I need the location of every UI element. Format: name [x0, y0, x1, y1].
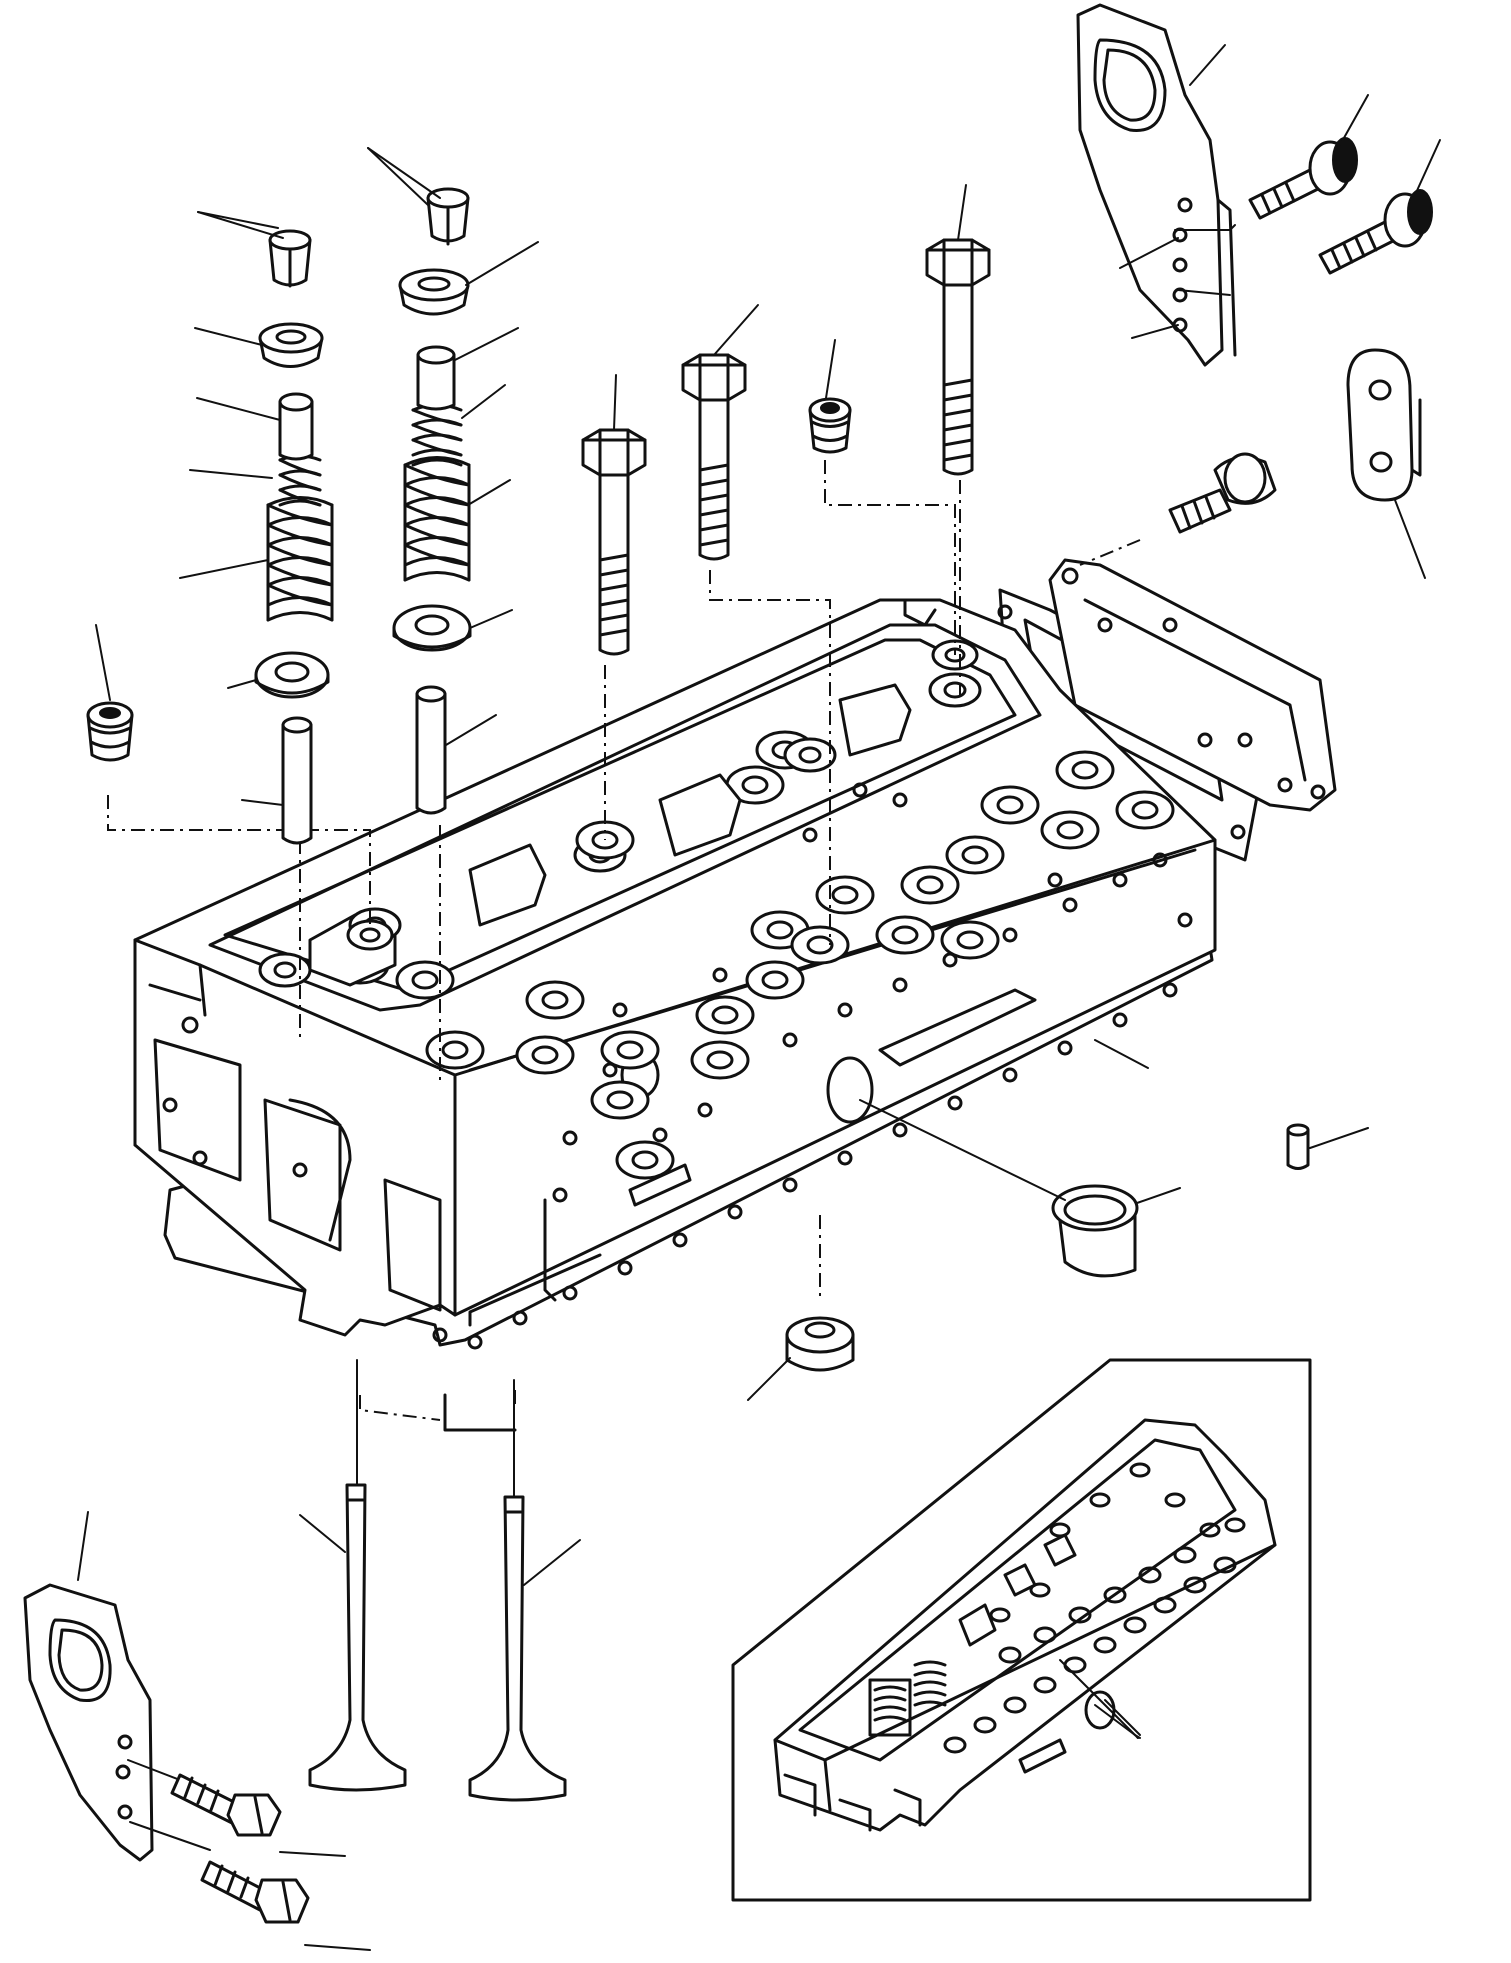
assembled-head-inset [731, 1358, 1312, 1902]
valve-cap-right [416, 345, 456, 411]
spring-retainer-left [258, 322, 324, 368]
alignment-lines [107, 460, 1141, 1432]
valve-collet-left [268, 229, 312, 288]
valve-collet-right [426, 187, 470, 246]
exhaust-valve [468, 1379, 567, 1802]
lifting-bracket-bottom [23, 1583, 211, 1862]
cylinder-head [133, 598, 1217, 1337]
sealing-cap [785, 1316, 855, 1372]
leader-lines [77, 44, 1441, 1951]
bracket-bolts [1248, 137, 1433, 275]
head-bolt-long [925, 238, 991, 476]
cover-plate [1048, 558, 1337, 812]
valve-guide-left [281, 716, 313, 845]
outer-spring-left [266, 496, 334, 622]
plug-left [86, 701, 134, 762]
cover-bolt [1168, 452, 1277, 534]
spring-seat-washer-left [254, 651, 330, 699]
outer-spring-right [403, 456, 471, 582]
link-plate [1346, 348, 1422, 502]
lifting-bracket-top [1076, 3, 1237, 367]
dowel-pin [1286, 1123, 1310, 1170]
head-bolt-short [581, 428, 647, 656]
seal-cup [1051, 1184, 1139, 1278]
valve-cap-left [278, 392, 314, 461]
intake-valve [308, 1359, 407, 1792]
head-bolt-medium [681, 353, 747, 561]
spring-retainer-right [398, 268, 470, 316]
bracket-bolts-bottom [170, 1773, 310, 1924]
plug-top [808, 397, 852, 454]
valve-guide-right [415, 685, 447, 815]
spring-seat-washer-right [392, 604, 472, 652]
